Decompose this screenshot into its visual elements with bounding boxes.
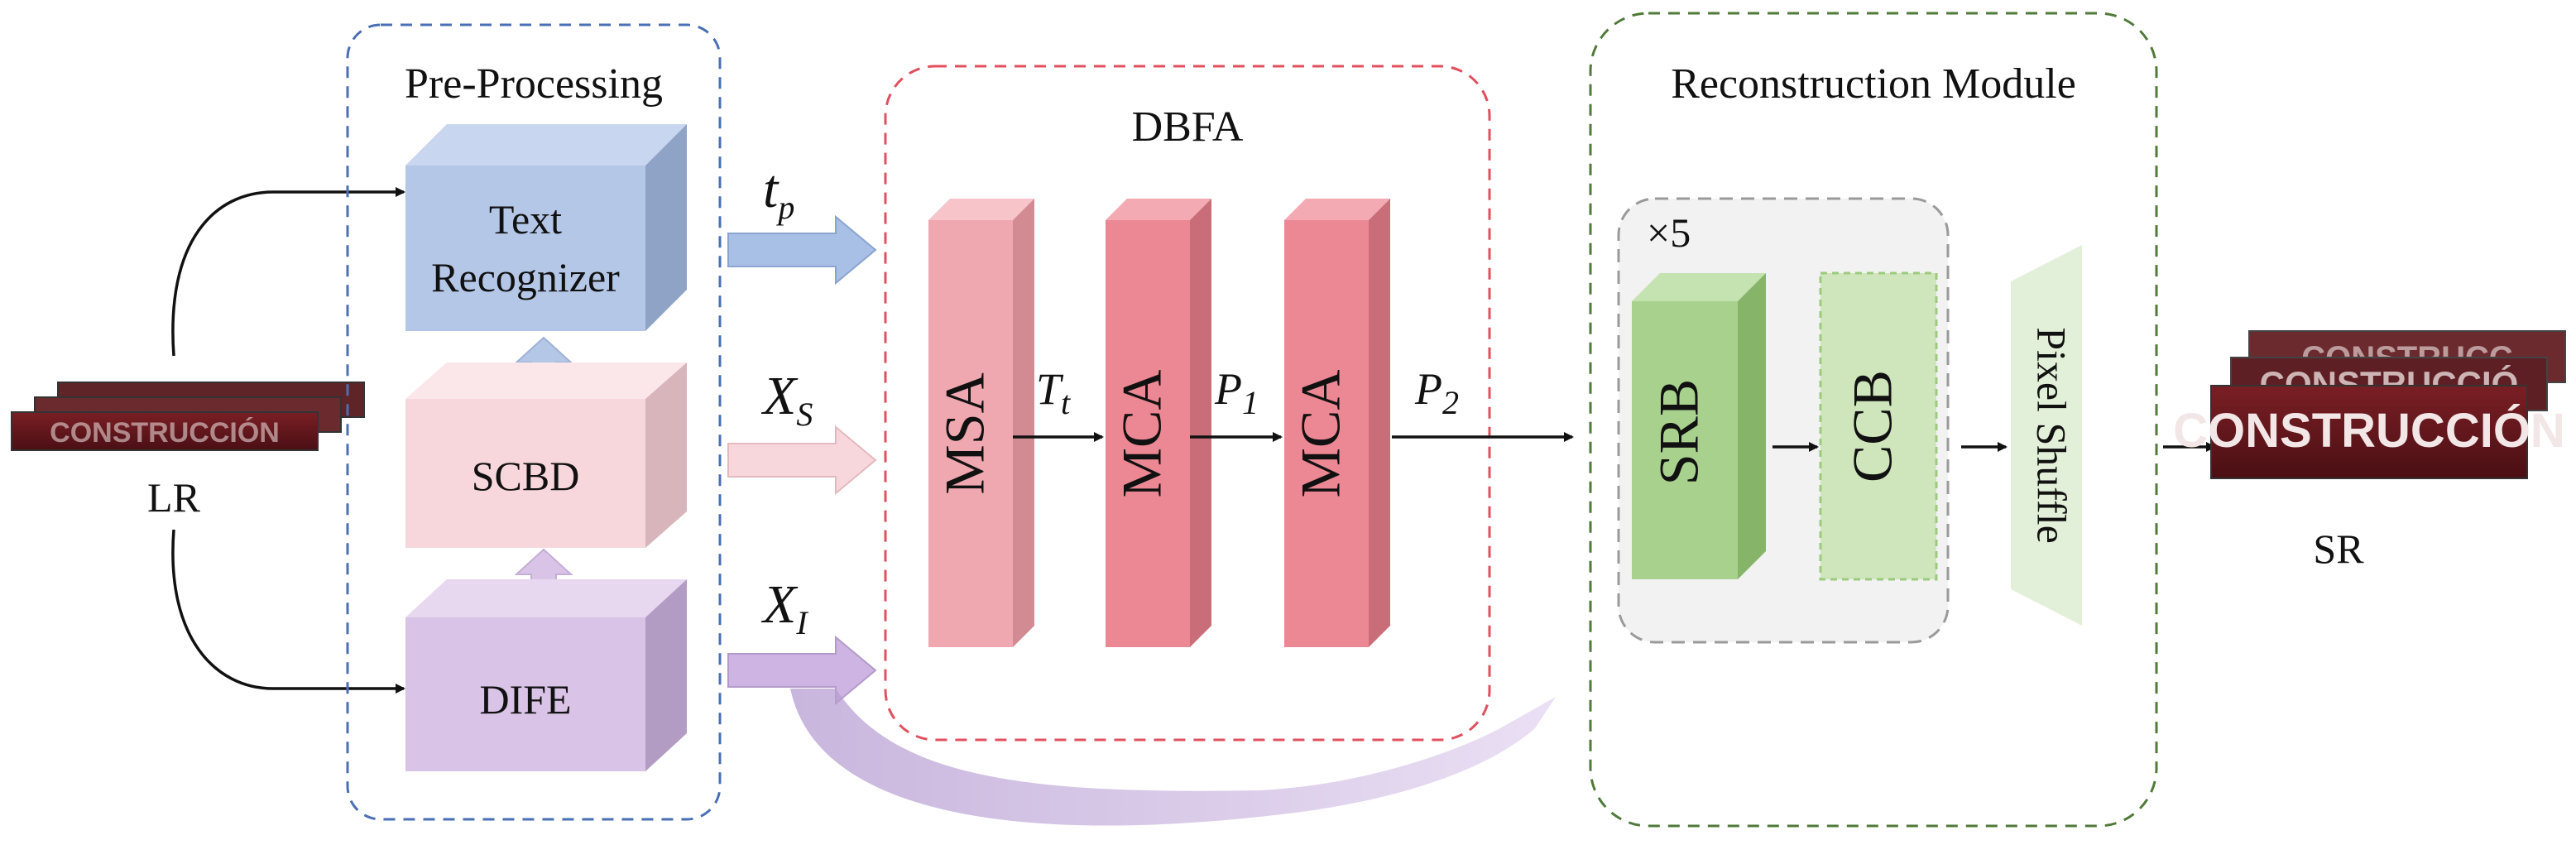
mca2-label: MCA [1289, 370, 1352, 498]
feature-xs-label: XS [760, 366, 813, 433]
mca1-label: MCA [1111, 370, 1173, 498]
feature-tp-label: tp [763, 159, 794, 226]
signal-p1-label: P1 [1214, 364, 1259, 421]
pixel-shuffle-label: Pixel Shuffle [2029, 327, 2075, 544]
arrow-xs [727, 425, 877, 496]
srb-label: SRB [1648, 379, 1710, 486]
lr-image-stack: CONSTRUCCIÓN [11, 382, 365, 451]
skip-connection-arrow [790, 689, 1556, 826]
preprocessing-title: Pre-Processing [405, 60, 663, 108]
lr-label: LR [147, 474, 201, 521]
signal-p2-label: P2 [1414, 364, 1459, 421]
dife-block: DIFE [405, 579, 687, 771]
mca2-block: MCA [1284, 199, 1390, 647]
dbfa-title: DBFA [1132, 103, 1244, 151]
arrow-tp [727, 214, 877, 286]
sr-label: SR [2313, 526, 2364, 572]
dife-label: DIFE [479, 676, 571, 722]
srb-block: SRB [1632, 273, 1766, 579]
repeat-label: ×5 [1647, 209, 1691, 256]
arrow-xi [727, 635, 877, 706]
reconstruction-group [1589, 12, 2158, 828]
arrow-lr-to-dife [171, 529, 405, 694]
msa-label: MSA [933, 372, 996, 494]
signal-tt-label: Tt [1036, 364, 1071, 421]
scbd-block: SCBD [405, 362, 687, 548]
sr-image-stack: CONSTRUCC CONSTRUCCIÓ CONSTRUCCIÓN [2173, 330, 2566, 479]
text-recognizer-label-line2: Recognizer [431, 254, 620, 300]
lr-plate-text: CONSTRUCCIÓN [50, 417, 280, 449]
arrow-lr-to-text-recognizer [171, 187, 405, 357]
reconstruction-title: Reconstruction Module [1671, 60, 2076, 108]
text-recognizer-label-line1: Text [489, 196, 562, 242]
msa-block: MSA [928, 199, 1034, 647]
scbd-label: SCBD [472, 453, 580, 499]
ccb-label: CCB [1841, 370, 1904, 482]
text-recognizer-block: Text Recognizer [405, 124, 687, 331]
sr-plate-text: CONSTRUCCIÓN [2173, 404, 2565, 458]
pixel-shuffle-block [2011, 245, 2082, 626]
preprocessing-group [346, 23, 722, 821]
feature-xi-label: XI [760, 574, 808, 641]
ccb-block [1819, 271, 1938, 581]
mca1-block: MCA [1106, 199, 1211, 647]
